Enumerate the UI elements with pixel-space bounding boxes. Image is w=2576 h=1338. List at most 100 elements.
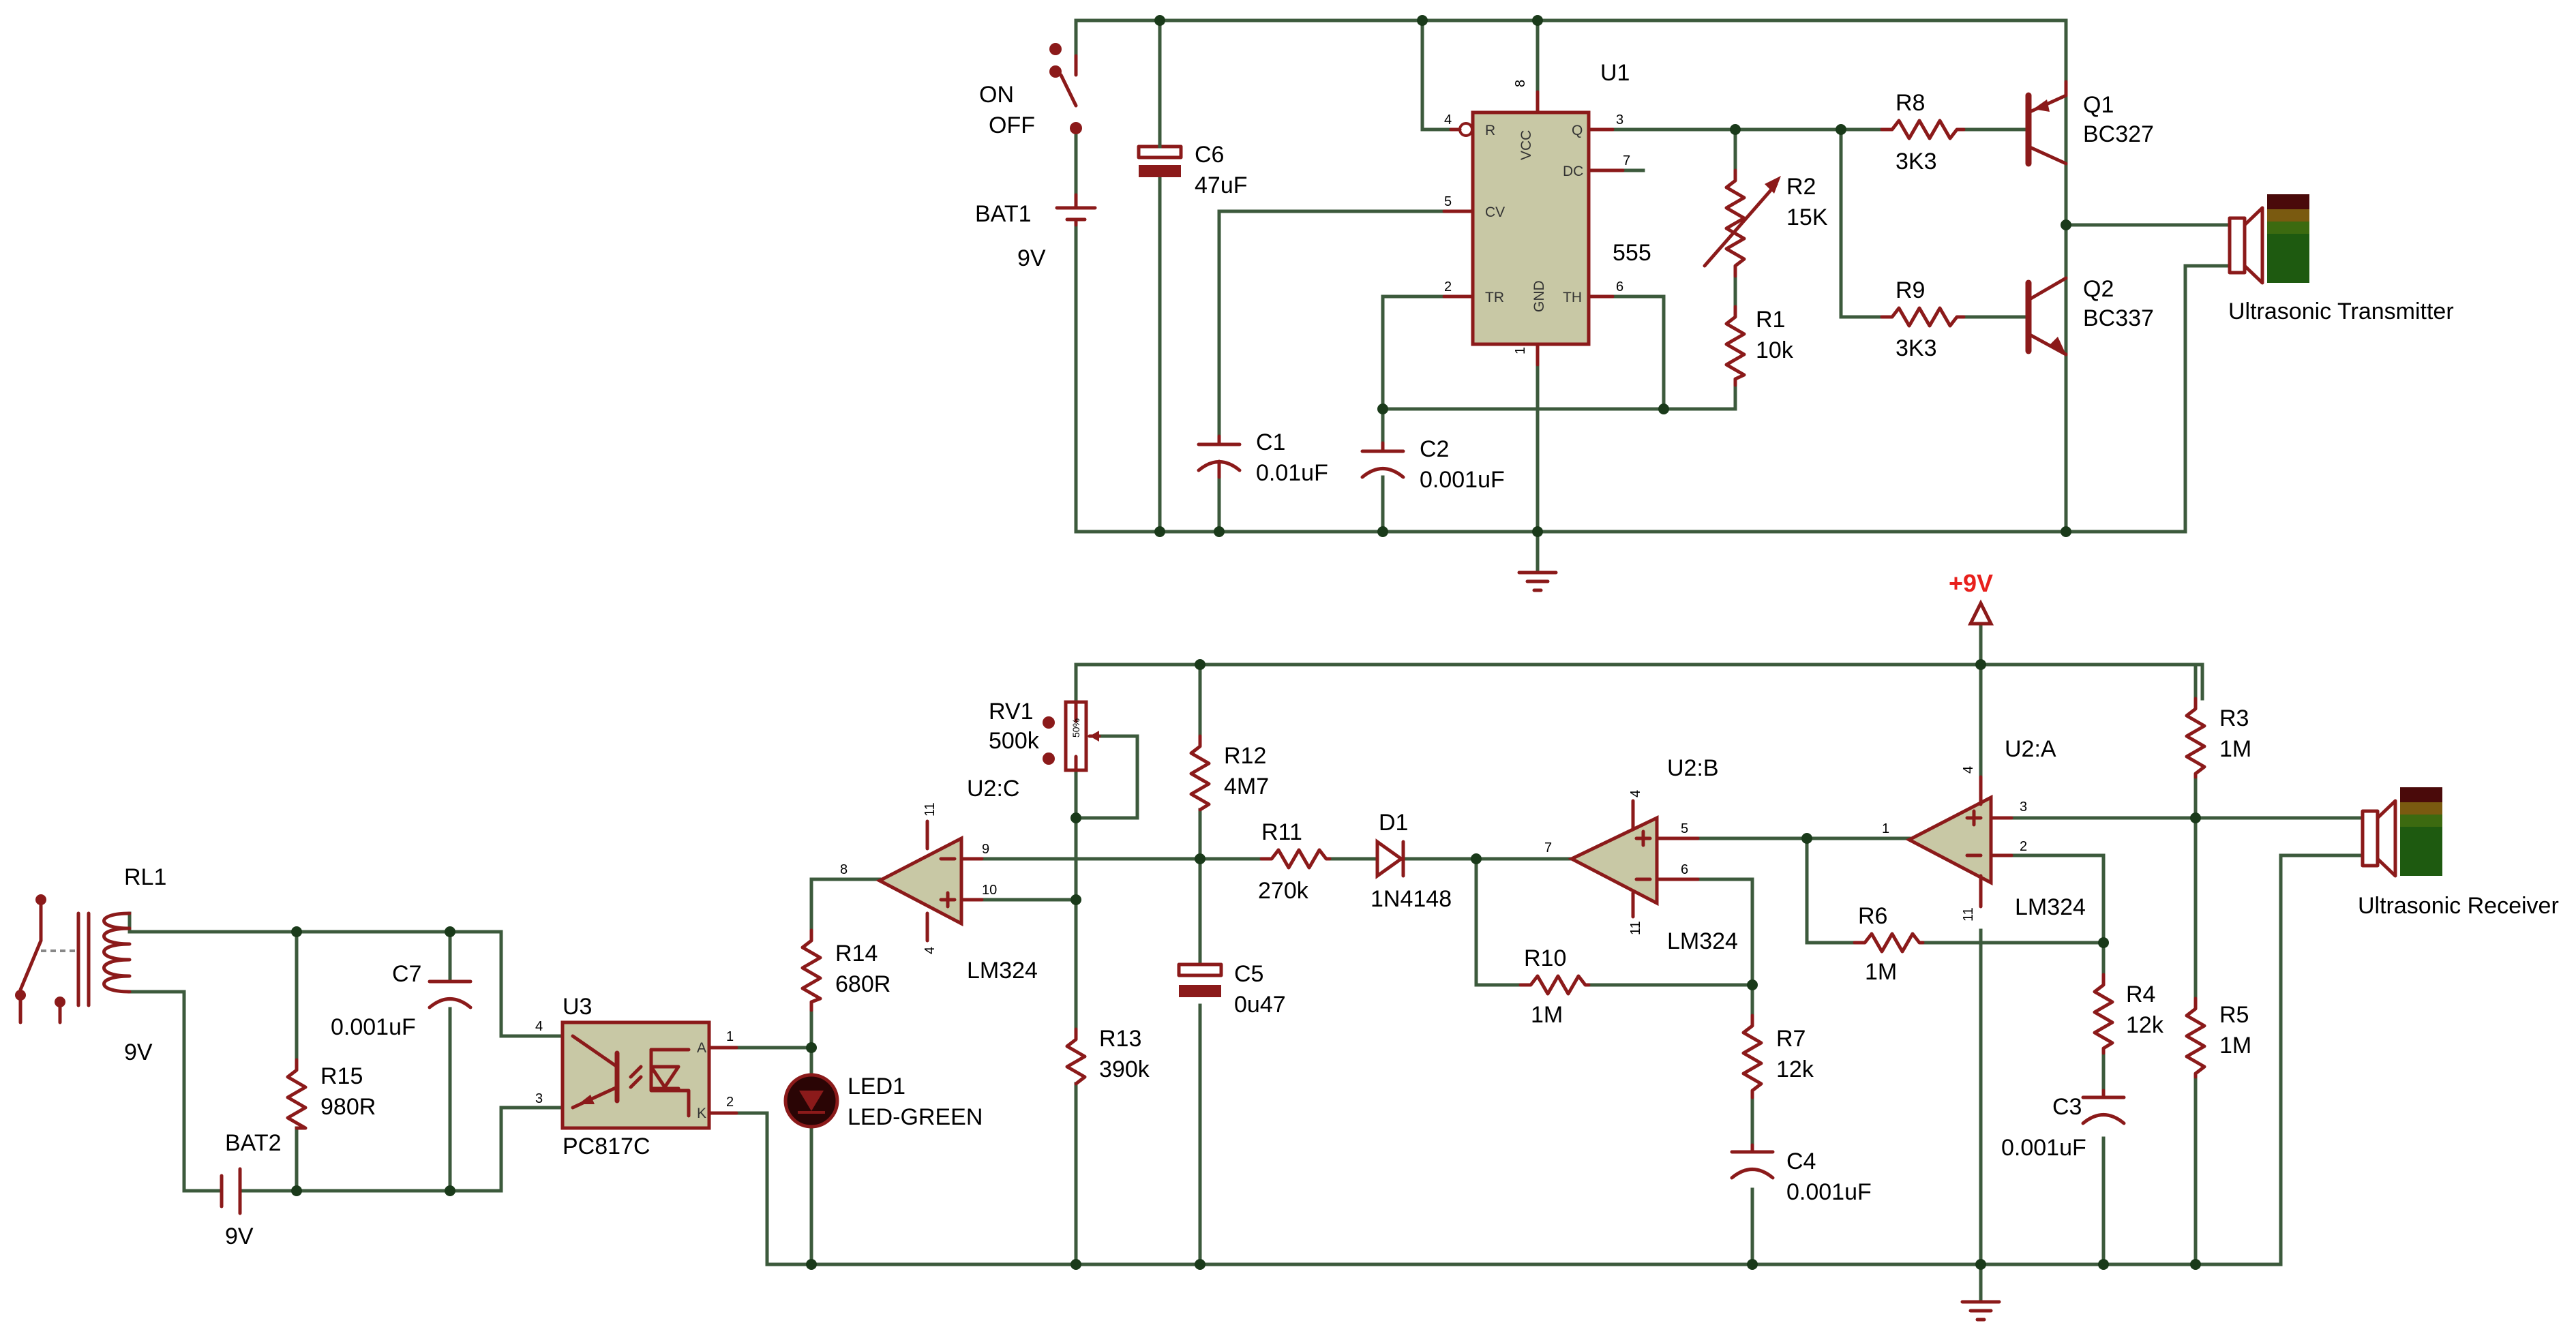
transmitter-speaker-label: Ultrasonic Transmitter: [2228, 299, 2454, 324]
u3-pin-2: 2: [726, 1095, 734, 1110]
capacitor-c6: C6 47uF: [1137, 138, 1248, 198]
transmitter-wires: [1074, 18, 2232, 575]
q1-ref: Q1: [2083, 92, 2114, 118]
resistor-r2-variable: R2 15K: [1703, 168, 1828, 278]
resistor-r8: R8 3K3: [1880, 90, 1966, 174]
u2a-pin-3: 3: [2020, 800, 2027, 815]
r5-ref: R5: [2219, 1002, 2249, 1028]
u1-pinnum-r: 4: [1444, 112, 1452, 127]
potentiometer-rv1: 50% RV1 500k: [989, 699, 1101, 772]
r10-ref: R10: [1524, 945, 1566, 971]
r7-value: 12k: [1776, 1056, 1814, 1082]
r15-value: 980R: [320, 1094, 376, 1120]
u1-type: 555: [1613, 240, 1651, 266]
battery-bat1: BAT1 9V: [975, 193, 1097, 271]
u1-pin-tr: TR: [1485, 290, 1504, 305]
r11-value: 270k: [1258, 878, 1309, 904]
r12-value: 4M7: [1224, 774, 1269, 800]
rv1-percent: 50%: [1070, 718, 1081, 738]
resistor-r1: R1 10k: [1724, 305, 1794, 387]
r9-ref: R9: [1896, 277, 1925, 303]
capacitor-c1: C1 0.01uF: [1197, 429, 1328, 486]
r1-value: 10k: [1756, 337, 1794, 363]
u2a-ref: U2:A: [2005, 736, 2056, 762]
u1-pinnum-dc: 7: [1623, 153, 1630, 168]
capacitor-c7: C7 0.001uF: [331, 961, 473, 1040]
u1-pin-dc: DC: [1563, 164, 1583, 179]
c4-ref: C4: [1786, 1149, 1816, 1174]
u1-pin-gnd: GND: [1531, 280, 1547, 312]
r3-value: 1M: [2219, 736, 2251, 762]
r4-ref: R4: [2126, 982, 2155, 1007]
on-off-switch: ON OFF: [979, 43, 1082, 138]
q2-value: BC337: [2083, 305, 2154, 331]
r14-ref: R14: [835, 941, 878, 967]
r2-value: 15K: [1786, 204, 1828, 230]
r8-value: 3K3: [1896, 149, 1937, 174]
rv1-value: 500k: [989, 728, 1040, 754]
u1-pin-vcc: VCC: [1518, 130, 1534, 160]
r12-ref: R12: [1224, 743, 1266, 769]
bat1-value: 9V: [1017, 245, 1046, 271]
opamp-u2c: 8 9 10 11 4 U2:C LM324: [840, 776, 1038, 984]
r8-ref: R8: [1896, 90, 1925, 116]
led1-ref: LED1: [848, 1074, 905, 1099]
ultrasonic-transmitter: Ultrasonic Transmitter: [2228, 194, 2454, 324]
u1-pin-th: TH: [1563, 290, 1582, 305]
ground-symbol-bottom: [1960, 1300, 2001, 1322]
c4-value: 0.001uF: [1786, 1179, 1872, 1205]
r13-value: 390k: [1099, 1056, 1150, 1082]
u1-pinnum-cv: 5: [1444, 194, 1452, 209]
u2a-pin-2: 2: [2020, 839, 2027, 854]
u1-pin-q: Q: [1572, 123, 1583, 138]
r6-value: 1M: [1865, 959, 1897, 985]
capacitor-c2: C2 0.001uF: [1360, 436, 1505, 493]
r11-ref: R11: [1261, 819, 1302, 845]
u3-pin-4: 4: [535, 1019, 543, 1034]
c1-ref: C1: [1256, 429, 1285, 455]
capacitor-c5: C5 0u47: [1177, 961, 1286, 1018]
u2c-pin-4: 4: [923, 947, 938, 954]
rv1-ref: RV1: [989, 699, 1034, 725]
u2b-pin-11: 11: [1628, 921, 1643, 935]
resistor-r11: R11 270k: [1258, 819, 1332, 904]
u1-pin-cv: CV: [1485, 204, 1505, 220]
u1-pin-r: R: [1485, 123, 1495, 138]
c5-value: 0u47: [1234, 992, 1286, 1018]
u2c-pin-9: 9: [982, 842, 989, 857]
resistor-r7: R7 12k: [1741, 1014, 1814, 1099]
r10-value: 1M: [1531, 1002, 1563, 1028]
u1-pinnum-th: 6: [1616, 279, 1623, 294]
relay-rl1: RL1 9V: [15, 864, 166, 1065]
u2c-ref: U2:C: [967, 776, 1019, 802]
u2a-pin-1: 1: [1882, 821, 1889, 836]
u2a-pin-11: 11: [1961, 907, 1976, 922]
switch-off-label: OFF: [989, 112, 1035, 138]
transistor-q1: Q1 BC327: [2025, 80, 2154, 167]
r14-value: 680R: [835, 971, 890, 997]
resistor-r12: R12 4M7: [1189, 734, 1269, 812]
c3-ref: C3: [2052, 1094, 2082, 1120]
resistor-r15: R15 980R: [286, 1058, 376, 1130]
rl1-value: 9V: [124, 1039, 153, 1065]
c2-ref: C2: [1420, 436, 1449, 462]
u2a-value: LM324: [2015, 894, 2086, 920]
r3-ref: R3: [2219, 705, 2249, 731]
r7-ref: R7: [1776, 1026, 1806, 1052]
r15-ref: R15: [320, 1063, 363, 1089]
u2c-pin-10: 10: [982, 883, 997, 898]
u1-ref: U1: [1600, 60, 1630, 86]
resistor-r3: R3 1M: [2185, 697, 2251, 779]
q1-value: BC327: [2083, 121, 2154, 147]
c6-ref: C6: [1195, 142, 1224, 168]
resistor-r10: R10 1M: [1518, 945, 1591, 1028]
d1-value: 1N4148: [1371, 886, 1452, 912]
u1-pinnum-vcc: 8: [1513, 80, 1528, 87]
r4-value: 12k: [2126, 1012, 2164, 1038]
u2b-pin-6: 6: [1681, 862, 1688, 877]
u3-ref: U3: [563, 994, 592, 1020]
resistor-r13: R13 390k: [1065, 1026, 1150, 1086]
c2-value: 0.001uF: [1420, 467, 1505, 493]
ultrasonic-receiver: Ultrasonic Receiver: [2358, 787, 2559, 919]
